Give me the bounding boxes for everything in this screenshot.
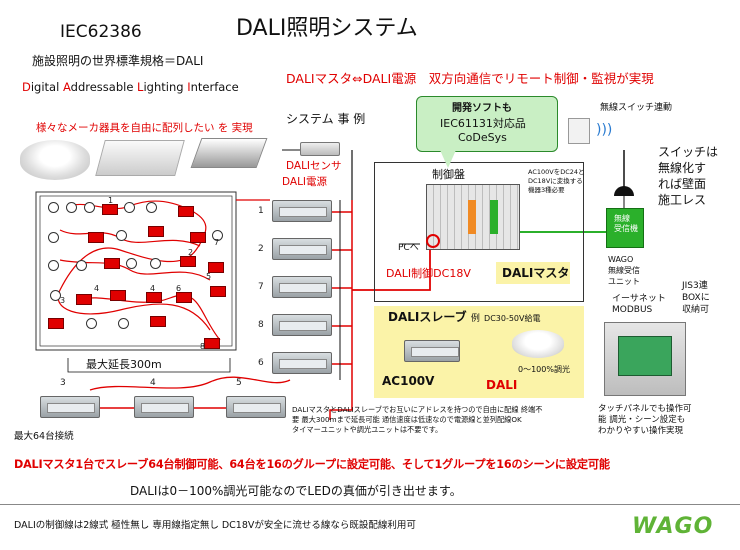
ac100v-label: AC100V	[382, 374, 435, 388]
power-module-2	[272, 238, 332, 260]
pc-label: PCへ	[398, 243, 419, 253]
touch-panel-screen	[618, 336, 672, 376]
control-panel-label: 制御盤	[432, 168, 465, 181]
bottom-module-3	[226, 396, 286, 418]
wireless-switch	[568, 118, 590, 144]
wireless-switch-label: 無線スイッチ連動	[600, 103, 673, 113]
power-module-3	[272, 276, 332, 298]
control-panel-box	[374, 162, 584, 302]
system-example-label: システム 事 例	[286, 112, 366, 126]
summary-black: DALIは0－100%調光可能なのでLEDの真価が引き出せます。	[130, 484, 462, 498]
divider	[0, 504, 740, 505]
dali-master-label: DALIマスタ	[502, 266, 570, 280]
footer-note: DALIの制御線は2線式 極性無し 専用線指定無し DC18Vが安全に流せる線な…	[14, 520, 416, 531]
dali-label: DALI	[486, 378, 518, 392]
slave-title: DALIスレーブ 例 DC30-50V給電	[388, 310, 541, 324]
max-length-label: 最大延長300m	[86, 358, 162, 371]
receiver-box	[606, 208, 644, 248]
standard-id: IEC62386	[60, 22, 142, 42]
power-module-1	[272, 200, 332, 222]
subtitle-jp: 施設照明の世界標準規格＝DALI	[32, 54, 204, 68]
dali-control-label: DALI制御DC18V	[386, 267, 471, 280]
dimming-label: 0～100%調光	[518, 365, 570, 374]
pc-port-circle	[426, 234, 440, 248]
wago-logo: WAGO	[632, 514, 714, 539]
sensor-label: DALIセンサ	[286, 160, 342, 172]
bottom-module-1	[40, 396, 100, 418]
wireless-wave-icon: )))	[596, 122, 613, 138]
power-module-4	[272, 314, 332, 336]
main-title: DALI照明システム	[236, 16, 418, 41]
dali-sensor	[300, 142, 340, 156]
touch-panel-note: タッチパネルでも操作可能 調光・シーン設定もわかりやすい操作実現	[598, 404, 692, 436]
wiring-note: DALIマスタとDALIスレーブでお互いにアドレスを持つので自由に配線 終端不要…	[292, 405, 543, 434]
downlight-image	[20, 140, 90, 180]
summary-red: DALIマスタ1台でスレーブ64台制御可能、64台を16のグループに設定可能、そ…	[14, 458, 610, 471]
switch-note: スイッチは無線化すれば壁面施工レス	[658, 145, 719, 207]
headline: DALIマスタ⇔DALI電源 双方向通信でリモート制御・監視が実現	[286, 71, 654, 86]
acronym-line: Digital Addressable Lighting Interface	[22, 80, 239, 94]
bottom-module-2	[134, 396, 194, 418]
dev-callout	[416, 96, 558, 152]
power-label: DALI電源	[282, 176, 328, 188]
antenna-icon	[614, 186, 634, 196]
slave-module	[404, 340, 460, 362]
max64-label: 最大64台接続	[14, 431, 74, 442]
slave-downlight	[512, 330, 564, 358]
power-module-5	[272, 352, 332, 374]
fixtures-note: 様々なメーカ器具を自由に配列したい を 実現	[36, 122, 253, 134]
floor-plan-frame	[35, 191, 237, 351]
